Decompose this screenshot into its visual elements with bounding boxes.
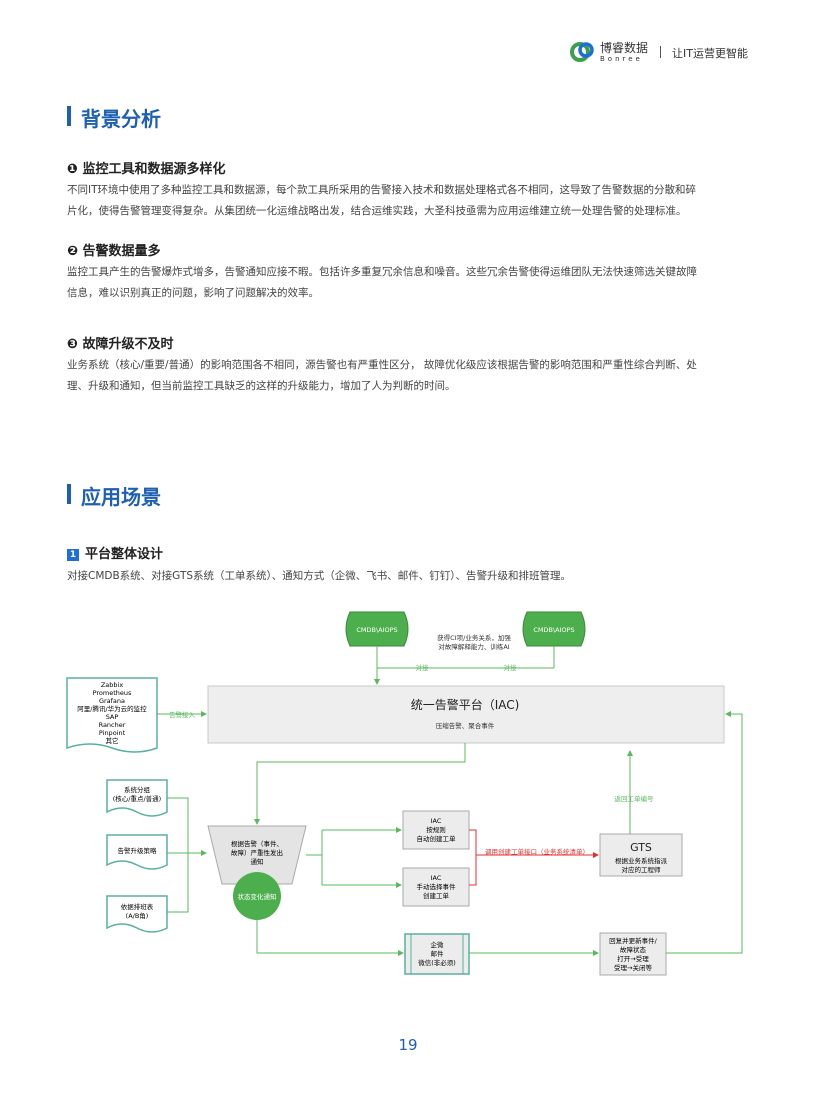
channel-item: 企微 [431, 940, 445, 949]
channel-item: 邮件 [431, 949, 445, 958]
brand-logo: 博睿数据 Bonree [570, 40, 648, 64]
paragraph-line: 信息，难以识别真正的问题，影响了问题解决的效率。 [67, 287, 319, 299]
api-call-label: 调用创建工单接口（业务系统清单） [485, 847, 589, 856]
subsection-number-badge: 1 [67, 549, 79, 561]
paragraph-line: 片化，使得告警管理变得复杂。从集团统一化运维战略出发，结合运维实践，大圣科技亟需… [67, 205, 687, 217]
cmdb-right-node: CMDB\AIOPS [522, 611, 586, 647]
subsection-title: 平台整体设计 [85, 547, 164, 562]
paragraph-line: 监控工具产生的告警爆炸式增多，告警通知应接不暇。包括许多重复冗余信息和噪音。这些… [67, 266, 697, 278]
subsection-heading: 1 平台整体设计 [67, 543, 163, 562]
manual-ticket-line: 手动选择事件 [417, 882, 457, 891]
notification-funnel: 根据告警（事件、 故障）严重性发出 通知 [207, 825, 307, 885]
gts-sub-line: 对应的工程师 [622, 865, 662, 874]
doc-system-group-line: 系统分组 [124, 785, 151, 794]
cmdb-left-label: CMDB\AIOPS [356, 626, 397, 634]
doc-system-group-line: (核心/重点/普通) [113, 794, 161, 803]
callback-line: 受理→关闭等 [614, 963, 652, 972]
source-item: Grafana [99, 697, 125, 705]
iac-title: 统一告警平台（IAC) [411, 697, 520, 712]
iac-subtitle: 压缩告警、聚合事件 [436, 721, 495, 730]
funnel-line: 故障）严重性发出 [231, 848, 283, 857]
auto-ticket-box: IAC 按规则 自动创建工单 [402, 810, 470, 850]
gts-title: GTS [630, 841, 652, 854]
dock-label-left: 对接 [416, 663, 430, 672]
item-heading-3: ❸ 故障升级不及时 [67, 337, 174, 352]
cmdb-left-node: CMDB\AIOPS [345, 611, 409, 647]
state-to-channels-arrow [256, 920, 404, 956]
monitoring-sources-box: Zabbix Prometheus Grafana 阿里/腾讯/华为云的监控 S… [66, 677, 158, 753]
funnel-line: 根据告警（事件、 [231, 839, 283, 848]
header-divider [660, 46, 661, 58]
auto-ticket-line: IAC [431, 817, 442, 825]
header-slogan: 让IT运营更智能 [672, 47, 748, 60]
state-change-node: 状态变化通知 [233, 872, 281, 920]
manual-ticket-line: IAC [431, 874, 442, 882]
docs-bracket [167, 797, 189, 913]
source-item: Zabbix [101, 681, 123, 689]
item-paragraph-3: 业务系统（核心/重要/普通）的影响范围各不相同，源告警也有严重性区分， 故障优化… [67, 355, 751, 397]
notify-channels-box: 企微 邮件 微信(非必须) [404, 933, 470, 975]
paragraph-line: 不同IT环境中使用了多种监控工具和数据源，每个款工具所采用的告警接入技术和数据处… [67, 184, 697, 196]
callback-line: 回复并更新事件/ [609, 936, 658, 945]
state-change-label: 状态变化通知 [238, 892, 277, 901]
doc-roster-line: 依据排班表 [121, 902, 154, 911]
doc-escalation-policy: 告警升级策略 [106, 834, 168, 870]
callback-line: 打开→受理 [617, 954, 649, 963]
iac-platform-box: 统一告警平台（IAC) 压缩告警、聚合事件 [207, 685, 725, 744]
item-heading-2: ❷ 告警数据量多 [67, 244, 161, 259]
doc-roster-line: (A/B角) [126, 911, 149, 920]
cmdb-right-label: CMDB\AIOPS [533, 626, 574, 634]
auto-ticket-line: 按规则 [426, 825, 446, 834]
callback-box: 回复并更新事件/ 故障状态 打开→受理 受理→关闭等 [599, 932, 667, 976]
section-title-background: 背景分析 [67, 103, 161, 132]
callback-to-iac-arrow [666, 711, 743, 954]
doc-system-group: 系统分组 (核心/重点/普通) [106, 779, 168, 817]
callback-line: 故障状态 [620, 945, 647, 954]
iac-to-funnel-arrow [254, 743, 466, 825]
source-item: Prometheus [93, 689, 132, 697]
cmdb-note-line: 对故障解释能力、训练AI [438, 642, 509, 651]
dock-label-right: 对接 [504, 663, 518, 672]
brand-sub: Bonree [600, 54, 643, 63]
doc-escalation-policy-label: 告警升级策略 [118, 846, 158, 855]
cmdb-note-line: 获得CI项/业务关系，加强 [437, 633, 511, 642]
paragraph-line: 业务系统（核心/重要/普通）的影响范围各不相同，源告警也有严重性区分， 故障优化… [67, 359, 697, 371]
source-item: 其它 [106, 736, 119, 745]
bonree-logo-icon [570, 42, 594, 62]
item-paragraph-2: 监控工具产生的告警爆炸式增多，告警通知应接不暇。包括许多重复冗余信息和噪音。这些… [67, 262, 751, 304]
api-bracket [469, 829, 477, 886]
alert-in-label: 告警接入 [169, 710, 196, 719]
subsection-description: 对接CMDB系统、对接GTS系统（工单系统）、通知方式（企微、飞书、邮件、钉钉）… [67, 570, 572, 582]
source-item: SAP [106, 713, 119, 721]
item-paragraph-1: 不同IT环境中使用了多种监控工具和数据源，每个款工具所采用的告警接入技术和数据处… [67, 180, 751, 222]
channel-item: 微信(非必须) [418, 958, 456, 967]
source-item: Rancher [99, 721, 126, 729]
page-number: 19 [398, 1036, 418, 1054]
funnel-line: 通知 [251, 857, 264, 866]
manual-ticket-line: 创建工单 [423, 891, 450, 900]
brand-name: 博睿数据 [600, 40, 649, 55]
source-item: Pinpoint [99, 729, 126, 737]
manual-ticket-box: IAC 手动选择事件 创建工单 [402, 867, 470, 907]
source-item: 阿里/腾讯/华为云的监控 [77, 704, 147, 713]
paragraph-line: 理、升级和通知，但当前监控工具缺乏的这样的升级能力，增加了人为判断的时间。 [67, 380, 456, 392]
item-heading-1: ❶ 监控工具和数据源多样化 [67, 162, 226, 177]
return-ticket-label: 返回工单编号 [615, 794, 655, 803]
doc-roster: 依据排班表 (A/B角) [106, 895, 168, 933]
gts-box: GTS 根据业务系统指派 对应的工程师 [599, 833, 683, 877]
gts-sub-line: 根据业务系统指派 [615, 856, 668, 865]
section-title-scenarios: 应用场景 [67, 481, 161, 510]
auto-ticket-line: 自动创建工单 [417, 834, 457, 843]
